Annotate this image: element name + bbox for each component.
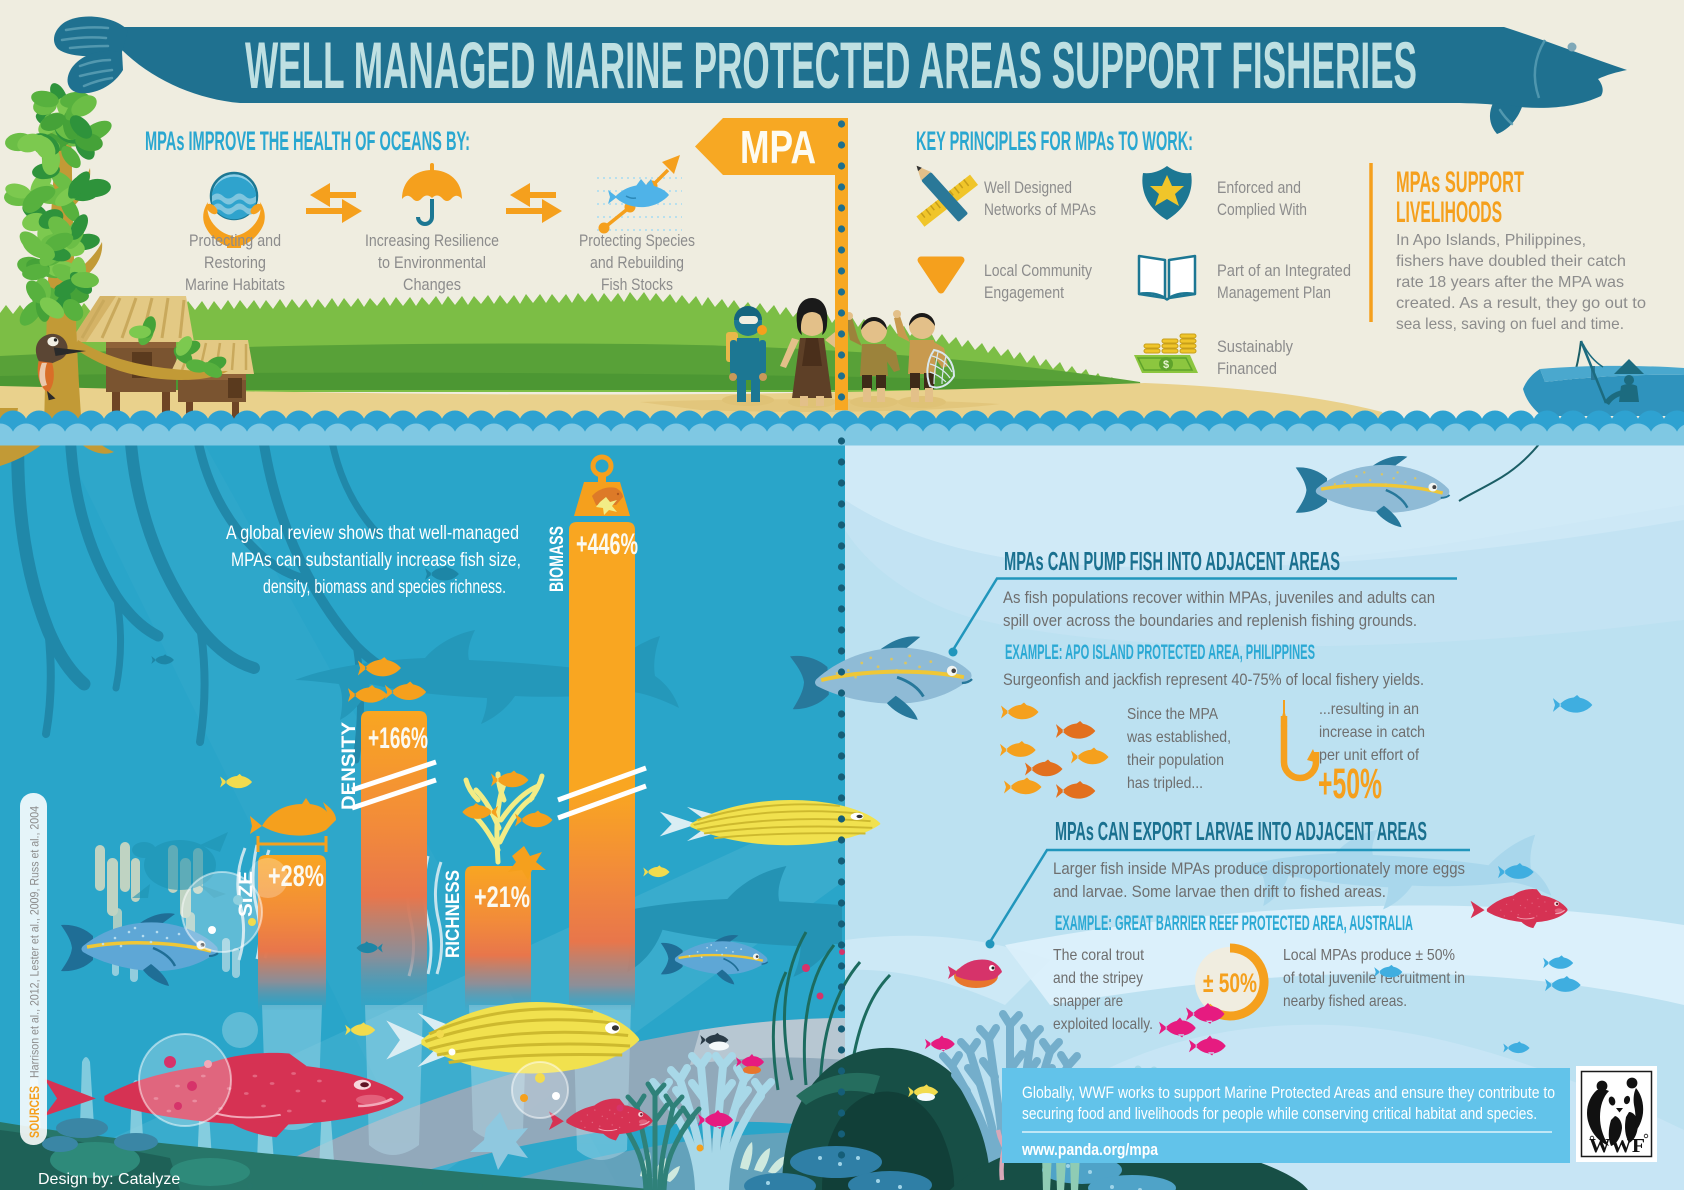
svg-text:A global review shows that wel: A global review shows that well-managed (226, 522, 519, 544)
svg-text:MPAs CAN EXPORT LARVAE INTO AD: MPAs CAN EXPORT LARVAE INTO ADJACENT ARE… (1055, 816, 1427, 846)
svg-text:+21%: +21% (474, 881, 530, 914)
svg-text:Management Plan: Management Plan (1217, 284, 1331, 302)
svg-text:and the stripey: and the stripey (1053, 970, 1143, 987)
svg-text:Marine Habitats: Marine Habitats (185, 276, 285, 294)
svg-text:Increasing Resilience: Increasing Resilience (365, 232, 499, 250)
svg-text:WWF: WWF (1589, 1135, 1645, 1157)
svg-text:fishers have doubled their cat: fishers have doubled their catch (1396, 253, 1626, 270)
svg-text:of total juvenile recruitment: of total juvenile recruitment in (1283, 970, 1465, 987)
svg-text:per unit effort of: per unit effort of (1319, 747, 1419, 764)
svg-text:Surgeonfish and jackfish repre: Surgeonfish and jackfish represent 40-75… (1003, 670, 1424, 689)
svg-text:Changes: Changes (403, 276, 461, 294)
svg-text:www.panda.org/mpa: www.panda.org/mpa (1021, 1141, 1159, 1159)
svg-text:RICHNESS: RICHNESS (443, 870, 464, 958)
svg-text:to Environmental: to Environmental (378, 254, 486, 272)
svg-text:Protecting and: Protecting and (189, 232, 281, 250)
svg-text:+446%: +446% (576, 528, 638, 561)
svg-text:Since the MPA: Since the MPA (1127, 706, 1218, 723)
svg-text:As fish populations recover wi: As fish populations recover within MPAs,… (1003, 588, 1435, 607)
svg-text:In Apo Islands, Philippines,: In Apo Islands, Philippines, (1396, 232, 1586, 249)
svg-text:$: $ (1163, 359, 1169, 371)
svg-text:MPAs IMPROVE THE HEALTH OF OCE: MPAs IMPROVE THE HEALTH OF OCEANS BY: (145, 126, 470, 156)
svg-text:nearby fished areas.: nearby fished areas. (1283, 993, 1407, 1010)
svg-text:Globally, WWF works to support: Globally, WWF works to support Marine Pr… (1022, 1084, 1555, 1102)
svg-text:Networks of MPAs: Networks of MPAs (984, 201, 1096, 219)
svg-text:MPAs SUPPORT: MPAs SUPPORT (1396, 166, 1524, 199)
svg-text:Restoring: Restoring (204, 254, 266, 272)
svg-text:rate 18 years after the MPA wa: rate 18 years after the MPA was (1396, 274, 1624, 291)
svg-text:LIVELIHOODS: LIVELIHOODS (1396, 196, 1502, 229)
svg-text:+166%: +166% (368, 722, 428, 755)
svg-text:The coral trout: The coral trout (1053, 947, 1144, 964)
svg-text:Sustainably: Sustainably (1217, 338, 1294, 356)
svg-text:spill over across the boundari: spill over across the boundaries and rep… (1003, 611, 1417, 630)
svg-text:created. As a result, they go: created. As a result, they go out to (1396, 295, 1646, 312)
svg-text:Engagement: Engagement (984, 284, 1064, 302)
svg-text:EXAMPLE: GREAT BARRIER REEF PR: EXAMPLE: GREAT BARRIER REEF PROTECTED AR… (1055, 912, 1413, 935)
svg-text:increase in catch: increase in catch (1319, 724, 1425, 741)
svg-text:Fish Stocks: Fish Stocks (601, 276, 673, 294)
svg-text:snapper are: snapper are (1053, 993, 1123, 1010)
svg-text:their population: their population (1127, 752, 1224, 769)
svg-text:Well Designed: Well Designed (984, 179, 1072, 197)
svg-text:Financed: Financed (1217, 360, 1277, 378)
svg-text:Larger fish inside MPAs produc: Larger fish inside MPAs produce dispropo… (1053, 859, 1465, 878)
svg-text:Harrison et al., 2012, Lester: Harrison et al., 2012, Lester et al., 20… (28, 806, 42, 1078)
svg-text:± 50%: ± 50% (1203, 968, 1257, 998)
svg-text:density, biomass and species r: density, biomass and species richness. (263, 576, 506, 598)
svg-text:+50%: +50% (1318, 760, 1382, 808)
svg-text:MPAs CAN PUMP FISH INTO ADJACE: MPAs CAN PUMP FISH INTO ADJACENT AREAS (1004, 546, 1340, 576)
svg-text:Protecting Species: Protecting Species (579, 232, 695, 250)
svg-text:and larvae. Some larvae then d: and larvae. Some larvae then drift to fi… (1053, 882, 1386, 901)
svg-text:BIOMASS: BIOMASS (547, 526, 568, 592)
svg-text:WELL MANAGED MARINE PROTECTED: WELL MANAGED MARINE PROTECTED AREAS SUPP… (245, 28, 1417, 102)
svg-text:and Rebuilding: and Rebuilding (590, 254, 684, 272)
svg-text:exploited locally.: exploited locally. (1053, 1016, 1153, 1033)
svg-text:+28%: +28% (268, 860, 324, 893)
svg-text:SOURCES: SOURCES (26, 1086, 42, 1138)
svg-text:KEY PRINCIPLES FOR MPAs TO WOR: KEY PRINCIPLES FOR MPAs TO WORK: (916, 126, 1193, 156)
svg-text:Enforced and: Enforced and (1217, 179, 1301, 197)
svg-text:MPA: MPA (740, 121, 816, 173)
svg-text:DENSITY: DENSITY (339, 722, 360, 810)
svg-text:Complied With: Complied With (1217, 201, 1307, 219)
svg-text:EXAMPLE: APO ISLAND PROTECTED: EXAMPLE: APO ISLAND PROTECTED AREA, PHIL… (1005, 641, 1315, 664)
svg-text:sea less, saving on fuel and t: sea less, saving on fuel and time. (1396, 316, 1624, 333)
svg-text:...resulting in an: ...resulting in an (1319, 701, 1419, 718)
svg-text:securing food and livelihoods: securing food and livelihoods for people… (1022, 1105, 1537, 1123)
svg-text:Local Community: Local Community (984, 262, 1093, 280)
svg-text:MPAs can substantially increas: MPAs can substantially increase fish siz… (231, 549, 521, 571)
svg-text:Design by: Catalyze: Design by: Catalyze (38, 1171, 180, 1188)
svg-text:Local MPAs produce ± 50%: Local MPAs produce ± 50% (1283, 947, 1455, 964)
svg-text:Part of an Integrated: Part of an Integrated (1217, 262, 1351, 280)
svg-text:SIZE: SIZE (236, 871, 257, 917)
svg-text:has tripled...: has tripled... (1127, 775, 1203, 792)
svg-text:was established,: was established, (1126, 729, 1231, 746)
